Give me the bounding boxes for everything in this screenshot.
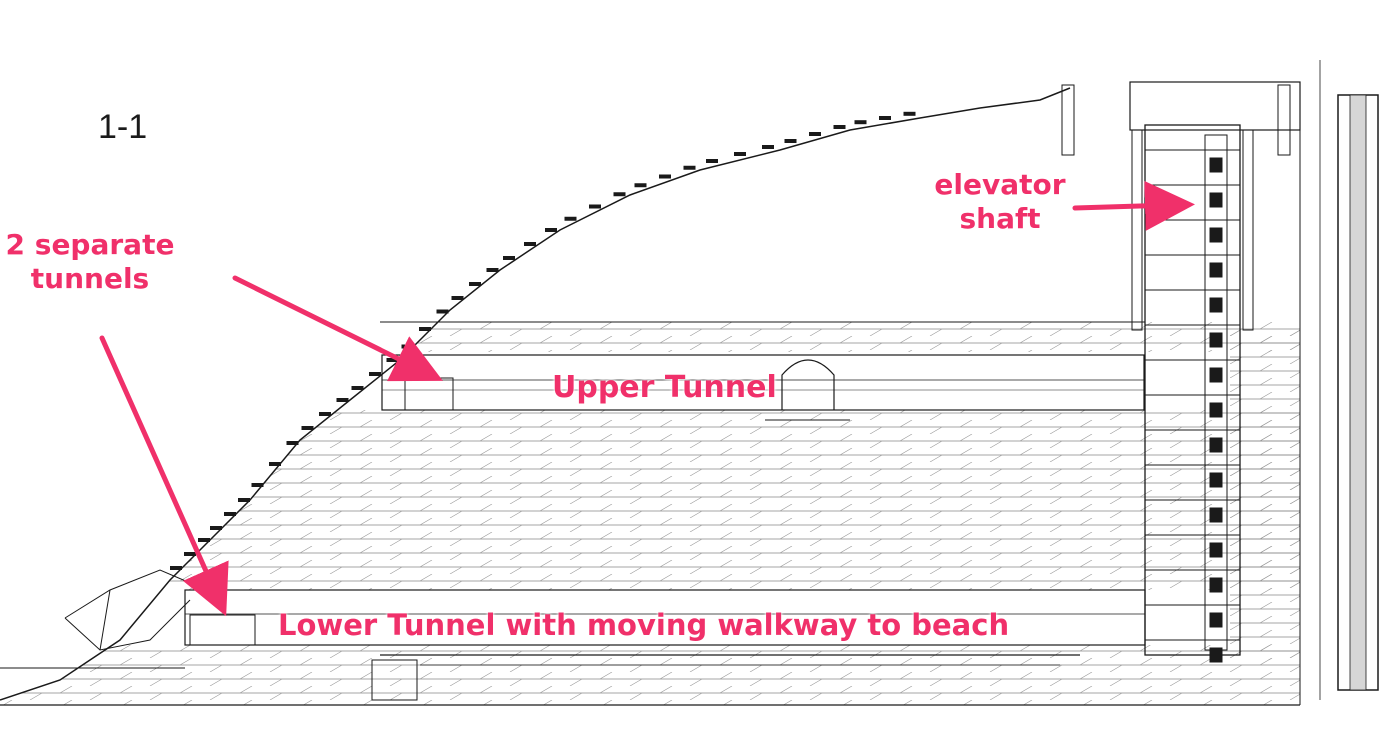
slope-dash (319, 412, 331, 416)
slope-dash (238, 498, 250, 502)
callout-separate-tunnels: 2 separate tunnels (2, 228, 178, 295)
slope-dash (351, 386, 364, 390)
shaft-counterweight-block (1209, 402, 1223, 418)
callout-arrows (99, 180, 1195, 617)
slope-dash (419, 327, 431, 331)
callout-separate-tunnels-line-2: tunnels (30, 261, 150, 295)
arrow-to-upper-tunnel (232, 275, 443, 382)
slope-dash (469, 282, 481, 286)
callout-elevator-shaft: elevator shaft (930, 168, 1070, 235)
slope-dash (634, 183, 647, 188)
slope-dash (564, 216, 577, 221)
callout-lower-tunnel: Lower Tunnel with moving walkway to beac… (278, 608, 1010, 642)
slope-dash (170, 566, 182, 570)
beach-canopy (0, 569, 196, 669)
rock-hatching (0, 322, 1300, 705)
slope-dash (706, 159, 718, 163)
slope-dash (809, 132, 821, 136)
shaft-counterweight-block (1209, 262, 1223, 278)
slope-dash (336, 398, 349, 402)
elevator-shaft-drawing (1061, 81, 1301, 663)
slope-dash (545, 228, 557, 232)
slope-dash (683, 165, 696, 170)
slope-dash (224, 512, 236, 516)
slope-dash (784, 139, 797, 143)
shaft-counterweight-block (1209, 577, 1223, 593)
slope-dash (503, 256, 515, 260)
slope-dash (486, 268, 499, 272)
slope-dash (251, 483, 264, 487)
callout-elevator-shaft-line-2: shaft (959, 201, 1041, 235)
slope-dash (613, 192, 626, 197)
slope-dash (762, 145, 774, 149)
slope-dash (269, 462, 281, 466)
lower-tunnel-drawing (184, 589, 1146, 701)
callout-elevator-shaft-line-1: elevator (934, 168, 1066, 201)
slope-dash (854, 120, 867, 125)
shaft-counterweight-block (1209, 367, 1223, 383)
shaft-counterweight-block (1209, 542, 1223, 558)
arrow-to-lower-tunnel (99, 335, 229, 617)
shaft-counterweight-block (1209, 192, 1223, 208)
slope-dash (369, 372, 381, 376)
shaft-counterweight-block (1209, 612, 1223, 628)
slope-dash (734, 152, 746, 156)
section-label: 1-1 (98, 108, 148, 146)
slope-dash (589, 204, 601, 209)
callout-upper-tunnel: Upper Tunnel (552, 370, 777, 405)
shaft-counterweight-block (1209, 647, 1223, 663)
shaft-counterweight-block (1209, 297, 1223, 313)
slope-dash (903, 111, 916, 116)
arrow-to-elevator-shaft (1072, 180, 1195, 231)
slope-dash (184, 552, 196, 556)
shaft-counterweight-block (1209, 507, 1223, 523)
slope-dash (436, 309, 449, 314)
ground-surface-profile (0, 87, 1071, 701)
shaft-counterweight-block (1209, 227, 1223, 243)
slope-dash (659, 174, 671, 179)
slope-dash (301, 426, 314, 430)
shaft-counterweight-block (1209, 332, 1223, 348)
shaft-counterweight-block (1209, 437, 1223, 453)
slope-dash (833, 125, 846, 129)
slope-dash (524, 242, 536, 246)
slope-dash (286, 441, 299, 445)
shaft-counterweight-block (1209, 157, 1223, 173)
slope-dash (879, 116, 891, 120)
slope-dash (198, 538, 210, 542)
elevator-shaft-floors (1145, 149, 1240, 663)
slope-dash (401, 344, 414, 349)
callout-separate-tunnels-line-1: 2 separate (5, 228, 175, 261)
slope-dash (210, 526, 222, 530)
shaft-counterweight-block (1209, 472, 1223, 488)
slope-dash (451, 296, 464, 300)
borehole-log-column (1299, 60, 1379, 705)
